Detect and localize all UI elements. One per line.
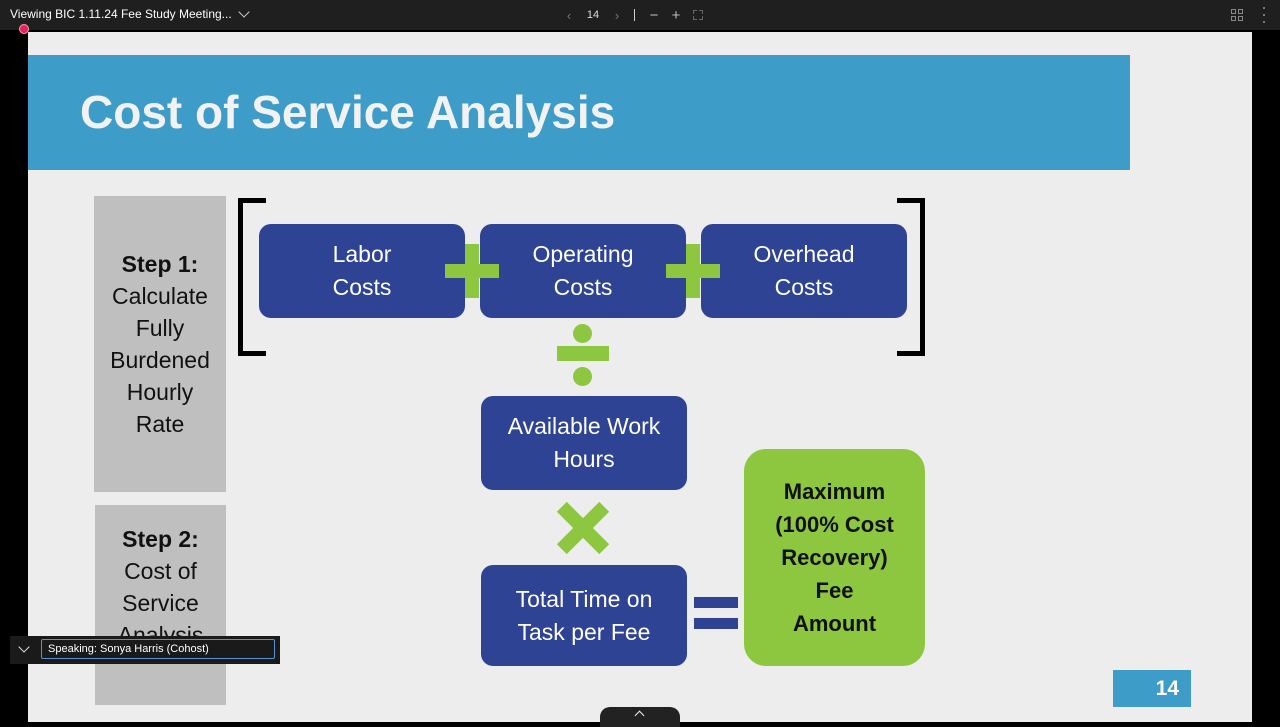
grid-icon[interactable] bbox=[1231, 9, 1243, 21]
viewer-toolbar: Viewing BIC 1.11.24 Fee Study Meeting...… bbox=[0, 0, 1280, 30]
plus-icon bbox=[666, 244, 720, 298]
step-1-line: Hourly bbox=[126, 379, 194, 405]
maximum-fee-box: Maximum (100% Cost Recovery) Fee Amount bbox=[744, 449, 925, 666]
step-1-line: Calculate bbox=[112, 283, 208, 309]
speaking-indicator: Speaking: Sonya Harris (Cohost) bbox=[10, 636, 280, 664]
more-vertical-icon[interactable] bbox=[1262, 7, 1266, 23]
step-1-line: Rate bbox=[135, 411, 185, 437]
labor-costs-line: Costs bbox=[332, 274, 392, 300]
recording-dot-icon bbox=[19, 24, 29, 34]
left-bracket bbox=[238, 198, 266, 356]
chevron-left-icon: ‹ bbox=[566, 7, 572, 23]
overhead-costs-line: Costs bbox=[774, 274, 834, 300]
zoom-in-button[interactable]: + bbox=[665, 6, 687, 24]
maximum-fee-line: Recovery) bbox=[781, 545, 888, 570]
step-2-heading: Step 2: bbox=[122, 526, 199, 552]
fit-screen-button[interactable] bbox=[687, 6, 709, 24]
meeting-title: Viewing BIC 1.11.24 Fee Study Meeting... bbox=[10, 7, 232, 21]
operating-costs-line: Operating bbox=[532, 241, 634, 267]
divide-icon bbox=[557, 324, 609, 386]
maximum-fee-line: (100% Cost bbox=[775, 512, 894, 537]
operating-costs-line: Costs bbox=[553, 274, 613, 300]
plus-icon: + bbox=[671, 6, 681, 24]
toolbar-divider bbox=[634, 9, 635, 21]
chevron-down-icon[interactable] bbox=[18, 641, 30, 653]
maximum-fee-line: Fee bbox=[815, 578, 854, 603]
total-time-line: Task per Fee bbox=[517, 618, 651, 645]
multiply-icon bbox=[557, 502, 609, 554]
page-controls: ‹ 14 › − + bbox=[560, 6, 709, 24]
prev-page-button[interactable]: ‹ bbox=[560, 6, 578, 24]
page-number-field[interactable]: 14 bbox=[586, 9, 600, 21]
maximum-fee-line: Maximum bbox=[783, 479, 886, 504]
overhead-costs-line: Overhead bbox=[753, 241, 855, 267]
slide-page-number: 14 bbox=[1113, 670, 1191, 707]
step-1-heading: Step 1: bbox=[121, 251, 199, 277]
maximum-fee-line: Amount bbox=[792, 611, 877, 636]
available-work-hours-line: Hours bbox=[553, 446, 615, 472]
step-1-line: Fully bbox=[135, 315, 185, 341]
active-speaker-label: Speaking: Sonya Harris (Cohost) bbox=[41, 639, 275, 659]
minus-icon: − bbox=[649, 6, 659, 24]
chevron-right-icon: › bbox=[614, 7, 620, 23]
fit-screen-icon bbox=[693, 10, 703, 20]
step-1-line: Burdened bbox=[110, 347, 210, 373]
total-time-line: Total Time on bbox=[515, 585, 653, 612]
slide-header-band: Cost of Service Analysis bbox=[28, 55, 1130, 170]
step-2-line: Service bbox=[122, 590, 199, 616]
next-page-button[interactable]: › bbox=[608, 6, 626, 24]
total-time-box: Total Time on Task per Fee bbox=[481, 565, 687, 666]
right-bracket bbox=[897, 198, 925, 356]
chevron-down-icon bbox=[238, 6, 250, 18]
slide-title: Cost of Service Analysis bbox=[80, 86, 616, 138]
step-1-box: Step 1: Calculate Fully Burdened Hourly … bbox=[94, 196, 226, 492]
scroll-up-handle[interactable] bbox=[600, 707, 680, 727]
step-2-line: Cost of bbox=[124, 558, 197, 584]
shared-slide: Cost of Service Analysis Step 1: Calcula… bbox=[28, 32, 1252, 722]
labor-costs-line: Labor bbox=[332, 241, 392, 267]
speaker-name: Sonya Harris (Cohost) bbox=[100, 643, 209, 655]
available-work-hours-line: Available Work bbox=[507, 413, 661, 439]
zoom-out-button[interactable]: − bbox=[643, 6, 665, 24]
plus-icon bbox=[445, 244, 499, 298]
speaking-prefix: Speaking: bbox=[48, 643, 97, 655]
step-2-box: Step 2: Cost of Service Analysis bbox=[95, 505, 226, 705]
equals-icon bbox=[694, 597, 738, 629]
meeting-title-dropdown[interactable]: Viewing BIC 1.11.24 Fee Study Meeting... bbox=[10, 6, 250, 21]
